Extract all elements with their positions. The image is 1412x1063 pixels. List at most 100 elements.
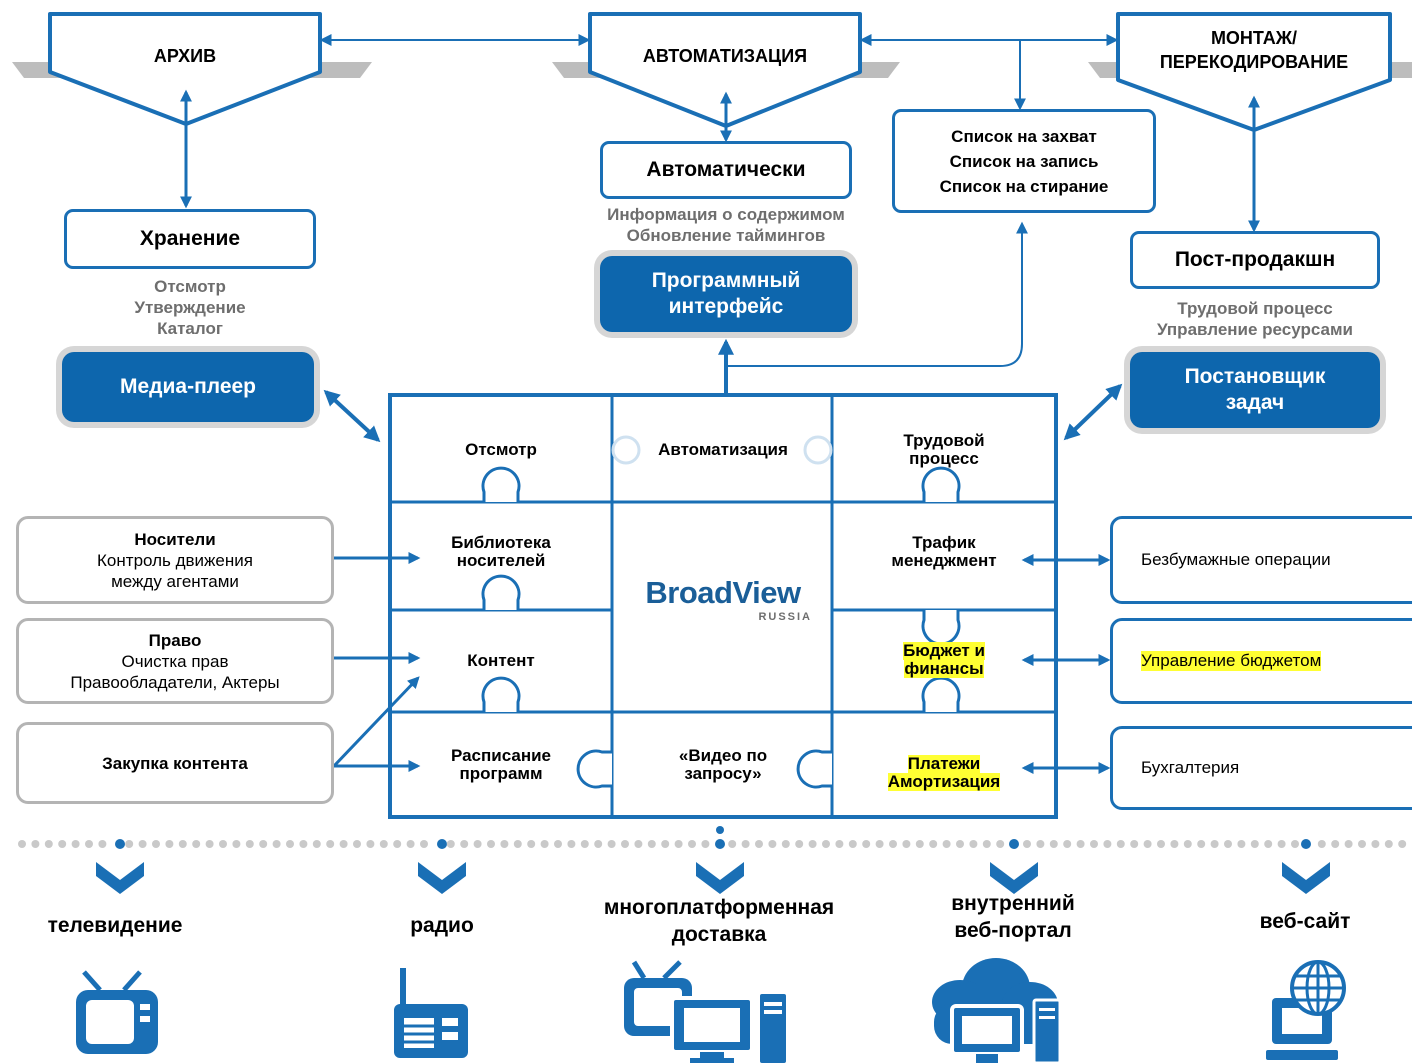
channel-label-line: внутренний bbox=[951, 892, 1075, 915]
distribution-dot bbox=[594, 840, 603, 848]
distribution-dot bbox=[366, 840, 375, 848]
api-label-line2: интерфейс bbox=[668, 295, 784, 318]
storage-subitems: Отсмотр Утверждение Каталог bbox=[64, 276, 316, 339]
grid-cell-payments-line2: Амортизация bbox=[887, 772, 1001, 791]
channel-label-line: телевидение bbox=[47, 914, 183, 937]
globe-computer-icon bbox=[1266, 960, 1346, 1060]
distribution-dot bbox=[299, 840, 308, 848]
api-box[interactable]: Программный интерфейс bbox=[600, 256, 852, 332]
puzzle-tab bbox=[796, 749, 832, 789]
channel-label-line: радио bbox=[410, 914, 474, 937]
post-item: Управление ресурсами bbox=[1156, 320, 1353, 339]
media-player-box[interactable]: Медиа-плеер bbox=[62, 352, 314, 422]
list-item: Список на запись bbox=[949, 151, 1099, 171]
grid-cell-vod: «Видео по запросу» bbox=[614, 714, 832, 816]
distribution-dot bbox=[808, 840, 817, 848]
grid-cell-vod-line1: «Видео по bbox=[678, 746, 768, 765]
distribution-dot bbox=[500, 840, 509, 848]
cloud-computer-icon bbox=[932, 958, 1062, 1063]
distribution-dot bbox=[580, 840, 589, 848]
distribution-dot bbox=[18, 840, 26, 848]
distribution-dot bbox=[848, 840, 857, 848]
grid-cell-schedule: Расписание программ bbox=[392, 714, 610, 816]
distribution-dot bbox=[688, 840, 696, 848]
auto-item: Обновление таймингов bbox=[626, 226, 826, 245]
grid-cell-traffic-line2: менеджмент bbox=[891, 551, 997, 570]
distribution-dot bbox=[1103, 840, 1112, 848]
distribution-dot bbox=[1157, 840, 1165, 848]
distribution-dot bbox=[420, 840, 428, 848]
distribution-dot bbox=[1317, 840, 1326, 848]
grid-cell-review-label: Отсмотр bbox=[465, 440, 537, 459]
distribution-dot bbox=[1331, 840, 1340, 848]
distribution-dot bbox=[1237, 840, 1246, 848]
distribution-dot bbox=[406, 840, 415, 848]
distribution-dot bbox=[259, 840, 268, 848]
distribution-dot bbox=[1224, 840, 1232, 848]
distribution-dot bbox=[513, 840, 522, 848]
chevron-down-icon bbox=[96, 862, 144, 894]
puzzle-tab bbox=[481, 466, 521, 502]
distribution-dot bbox=[58, 840, 67, 848]
distribution-dot bbox=[1250, 840, 1259, 848]
grid-cell-workflow-line1: Трудовой bbox=[903, 431, 985, 450]
auto-subitems: Информация о содержимом Обновление тайми… bbox=[560, 204, 892, 246]
rights-title: Право bbox=[148, 630, 202, 650]
puzzle-tab bbox=[921, 466, 961, 502]
scheduler-grid-connector bbox=[1063, 383, 1123, 441]
content-purchase-box: Закупка контента bbox=[16, 722, 334, 804]
scheduler-label-line2: задач bbox=[1225, 391, 1285, 414]
list-item: Список на захват bbox=[951, 126, 1097, 146]
chevron-down-icon bbox=[418, 862, 466, 894]
rights-line: Очистка прав bbox=[121, 651, 229, 671]
purchase-content-arrow bbox=[332, 676, 420, 768]
storage-item: Каталог bbox=[157, 319, 223, 338]
distribution-dot bbox=[634, 840, 643, 848]
distribution-dot bbox=[1277, 840, 1286, 848]
archive-shield bbox=[48, 12, 322, 126]
media-carriers-line: между агентами bbox=[111, 571, 239, 591]
multiplatform-icon bbox=[624, 960, 786, 1063]
grid-cell-payments: Платежи Амортизация bbox=[834, 714, 1054, 832]
distribution-dot bbox=[1344, 840, 1353, 848]
distribution-dot bbox=[902, 840, 911, 848]
automation-shield bbox=[588, 12, 862, 128]
post-production-box: Пост-продакшн bbox=[1130, 231, 1380, 289]
distribution-dot bbox=[232, 840, 241, 848]
distribution-dot bbox=[527, 840, 536, 848]
distribution-dot bbox=[379, 840, 388, 848]
scheduler-box[interactable]: Постановщик задач bbox=[1130, 352, 1380, 428]
distribution-dot bbox=[125, 840, 134, 848]
channel-label-portal: внутренний веб-портал bbox=[900, 890, 1126, 944]
distribution-dot bbox=[1210, 840, 1219, 848]
distribution-dot bbox=[701, 840, 710, 848]
paperless-box: Безбумажные операции bbox=[1110, 516, 1412, 604]
distribution-dot bbox=[862, 840, 871, 848]
distribution-dot bbox=[956, 840, 964, 848]
distribution-dot bbox=[312, 840, 321, 848]
scheduler-label-line1: Постановщик bbox=[1184, 365, 1326, 388]
media-carriers-line: Контроль движения bbox=[97, 550, 253, 570]
grid-cell-media-library-line2: носителей bbox=[456, 551, 546, 570]
storage-item: Отсмотр bbox=[154, 277, 226, 296]
distribution-dot bbox=[982, 840, 991, 848]
grid-cell-content-label: Контент bbox=[467, 651, 535, 670]
chevron-down-icon bbox=[696, 862, 744, 894]
budget-mgmt-box: Управление бюджетом bbox=[1110, 618, 1412, 704]
grid-cell-budget-line1: Бюджет и bbox=[903, 641, 985, 660]
distribution-dot bbox=[98, 840, 107, 848]
distribution-dot bbox=[1197, 840, 1206, 848]
channel-label-radio: радио bbox=[362, 912, 522, 939]
storage-title: Хранение bbox=[139, 227, 241, 250]
distribution-dot bbox=[1023, 840, 1031, 848]
channel-label-multiplatform: многоплатформенная доставка bbox=[566, 894, 872, 948]
distribution-dot bbox=[781, 840, 790, 848]
grid-cell-automation-label: Автоматизация bbox=[658, 440, 788, 459]
distribution-dot bbox=[1384, 840, 1393, 848]
media-player-label: Медиа-плеер bbox=[119, 375, 257, 398]
distribution-dot bbox=[1130, 840, 1139, 848]
distribution-dot bbox=[286, 840, 294, 848]
distribution-dot bbox=[1063, 840, 1072, 848]
grid-cell-vod-line2: запросу» bbox=[684, 764, 762, 783]
grid-cell-automation: Автоматизация bbox=[614, 398, 832, 502]
